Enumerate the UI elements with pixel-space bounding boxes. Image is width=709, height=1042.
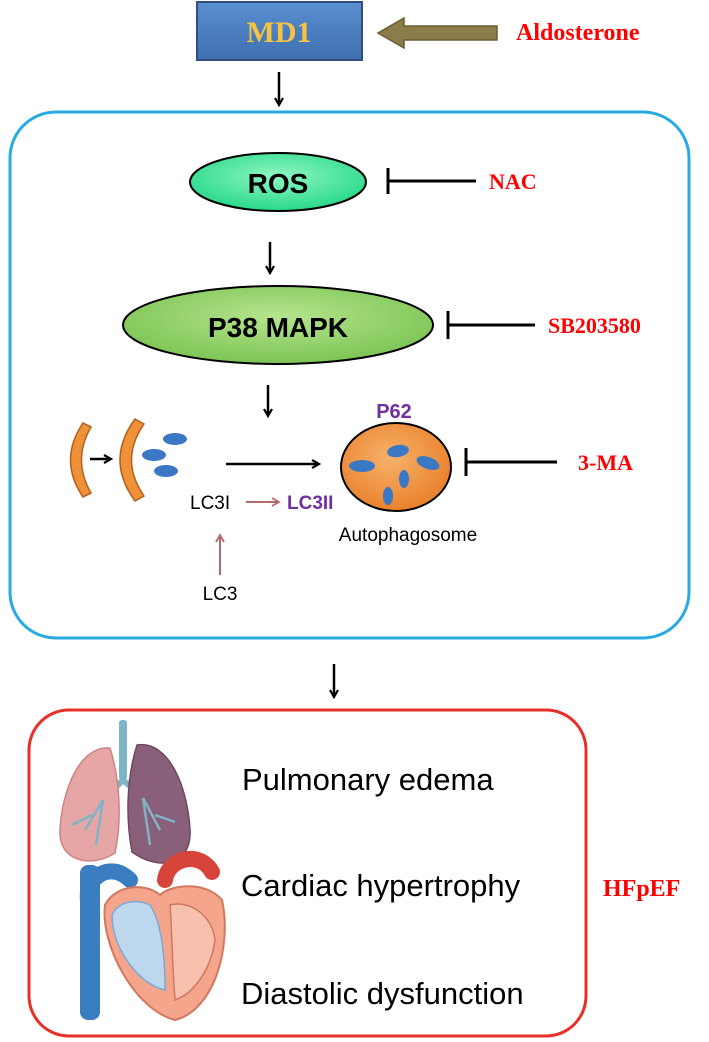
sb203580-inhibitor: [446, 311, 535, 339]
outcome-diastolic-dysfunction: Diastolic dysfunction: [241, 976, 524, 1011]
nac-label: NAC: [489, 169, 537, 194]
lc3ii-label: LC3II: [287, 493, 333, 514]
lungs-icon: [59, 720, 191, 864]
hfpef-label: HFpEF: [603, 876, 680, 902]
cargo-vesicles: [142, 433, 187, 477]
lc3i-label: LC3I: [190, 493, 230, 514]
outcome-box: [27, 708, 588, 1038]
phagophore-small-icon: [69, 422, 93, 498]
outcome-pulmonary-edema: Pulmonary edema: [242, 762, 494, 797]
autophagosome-icon: [340, 422, 452, 512]
aldosterone-arrow: [376, 16, 498, 50]
3ma-label: 3-MA: [578, 450, 633, 475]
heart-icon: [79, 851, 226, 1022]
p38-mapk-label: P38 MAPK: [208, 312, 348, 343]
ros-label: ROS: [248, 168, 309, 199]
autophagosome-label: Autophagosome: [339, 525, 477, 546]
md1-node: MD1: [196, 1, 363, 61]
outcome-cardiac-hypertrophy: Cardiac hypertrophy: [241, 868, 521, 903]
ros-node: ROS: [189, 152, 367, 212]
md1-label: MD1: [247, 16, 312, 49]
p62-label: P62: [376, 401, 412, 423]
p38-mapk-node: P38 MAPK: [122, 285, 434, 365]
3ma-inhibitor: [464, 448, 557, 476]
nac-inhibitor: [386, 168, 476, 194]
aldosterone-label: Aldosterone: [516, 20, 640, 46]
phagophore-large-icon: [119, 418, 146, 502]
cell-boundary: [8, 110, 691, 640]
lc3-label: LC3: [203, 584, 238, 605]
sb203580-label: SB203580: [548, 313, 641, 338]
